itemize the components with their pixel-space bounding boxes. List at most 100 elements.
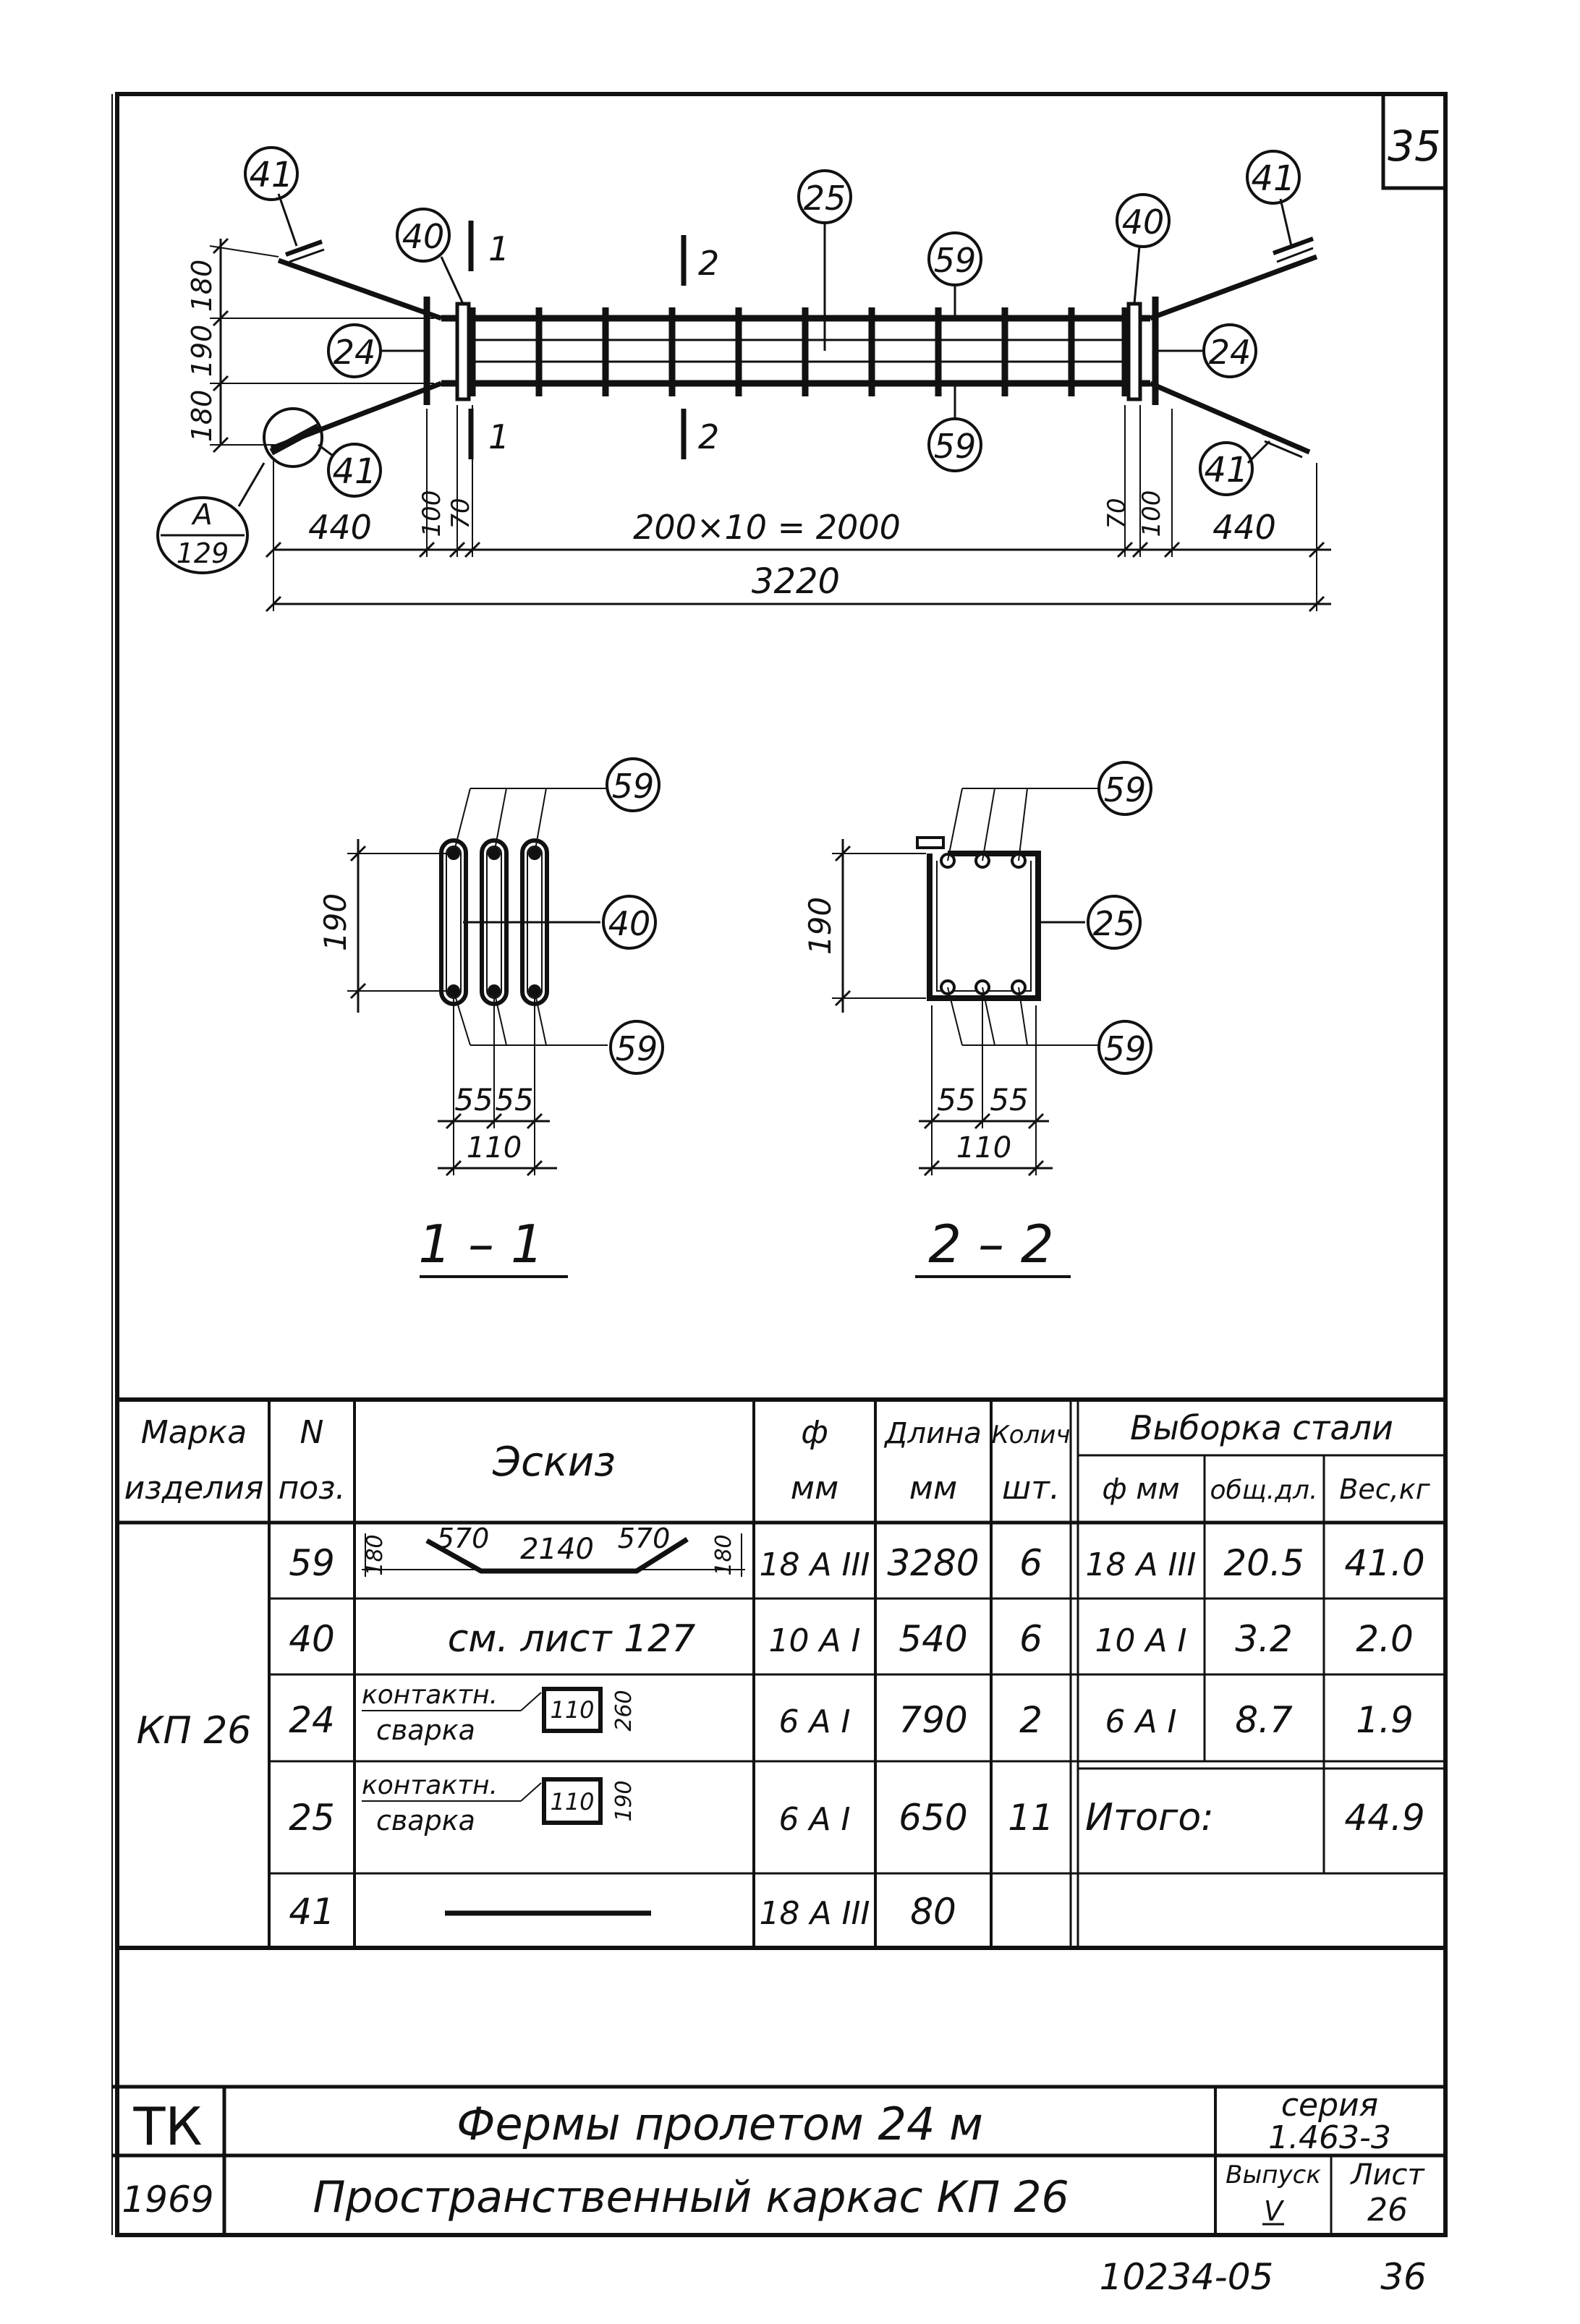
- svg-text:ф мм: ф мм: [1102, 1473, 1179, 1506]
- svg-text:180: 180: [186, 260, 218, 312]
- svg-text:V: V: [1264, 2195, 1285, 2227]
- section-2-2: 59 25 59 190 55 55 110 2 – 2: [802, 761, 1152, 1278]
- svg-text:59: 59: [1104, 1029, 1147, 1068]
- svg-text:2140: 2140: [520, 1533, 594, 1566]
- svg-text:Выпуск: Выпуск: [1226, 2161, 1321, 2189]
- svg-text:2: 2: [1019, 1699, 1042, 1741]
- svg-text:70: 70: [446, 498, 475, 529]
- section-mark-1: 1 1: [468, 221, 509, 459]
- svg-text:2: 2: [698, 417, 719, 456]
- svg-text:440: 440: [1212, 508, 1276, 547]
- svg-text:790: 790: [899, 1699, 967, 1741]
- table-row: 59 180 570 2140 570 180 18 А III 3280 6 …: [289, 1523, 1424, 1584]
- drawing-subtitle: Пространственный каркас КП 26: [313, 2172, 1069, 2223]
- svg-text:41.0: 41.0: [1344, 1542, 1424, 1584]
- callout-24-right: 24: [1155, 323, 1257, 378]
- svg-text:серия: серия: [1281, 2087, 1378, 2124]
- svg-text:100: 100: [1137, 490, 1166, 537]
- title-block: ТК 1969 Фермы пролетом 24 м Пространстве…: [112, 2085, 1445, 2235]
- svg-text:24: 24: [1209, 333, 1252, 372]
- svg-text:24: 24: [334, 333, 376, 372]
- svg-text:190: 190: [318, 893, 353, 951]
- svg-text:18 А III: 18 А III: [1086, 1546, 1197, 1583]
- svg-text:41: 41: [1204, 450, 1248, 490]
- page-number: 36: [1380, 2256, 1427, 2298]
- svg-text:2: 2: [698, 244, 719, 283]
- svg-text:200×10 = 2000: 200×10 = 2000: [633, 508, 901, 547]
- org-code: ТК: [132, 2096, 202, 2157]
- svg-text:2.0: 2.0: [1356, 1618, 1414, 1660]
- svg-text:440: 440: [308, 508, 372, 547]
- svg-text:контактн.: контактн.: [362, 1680, 498, 1710]
- callout-59-bottom: 59: [927, 383, 982, 472]
- section-2-2-title: 2 – 2: [928, 1214, 1053, 1274]
- callout-24-left: 24: [327, 323, 427, 378]
- svg-text:40: 40: [608, 904, 651, 943]
- svg-text:Длина: Длина: [883, 1417, 981, 1450]
- svg-text:3220: 3220: [752, 561, 840, 602]
- plan-view: 41 40 25 59 40 41 24: [156, 146, 1331, 613]
- svg-text:180: 180: [362, 1534, 388, 1575]
- svg-text:190: 190: [186, 325, 218, 378]
- svg-text:6 А I: 6 А I: [778, 1703, 850, 1740]
- svg-text:Колич: Колич: [992, 1421, 1071, 1450]
- svg-text:Вес,кг: Вес,кг: [1339, 1473, 1430, 1505]
- svg-text:6: 6: [1019, 1618, 1042, 1660]
- svg-text:55: 55: [990, 1082, 1028, 1118]
- svg-text:мм: мм: [791, 1470, 838, 1507]
- svg-text:55: 55: [937, 1082, 975, 1118]
- svg-text:6 А I: 6 А I: [1105, 1703, 1176, 1740]
- svg-text:Выборка стали: Выборка стали: [1130, 1408, 1393, 1447]
- svg-text:A: A: [190, 498, 212, 532]
- callout-41-bottom-left: 41: [318, 443, 382, 498]
- svg-text:540: 540: [899, 1618, 967, 1660]
- svg-text:25: 25: [289, 1797, 335, 1839]
- svg-text:41: 41: [332, 451, 376, 492]
- svg-text:25: 25: [804, 179, 846, 218]
- svg-text:изделия: изделия: [124, 1470, 264, 1507]
- svg-text:180: 180: [711, 1534, 736, 1575]
- table-row: 41 18 А III 80: [289, 1891, 956, 1933]
- svg-text:650: 650: [899, 1797, 967, 1839]
- svg-text:41: 41: [289, 1891, 335, 1933]
- product-mark: КП 26: [137, 1709, 252, 1753]
- svg-text:Эскиз: Эскиз: [492, 1439, 616, 1486]
- svg-text:1: 1: [488, 229, 509, 268]
- svg-text:шт.: шт.: [1002, 1470, 1060, 1507]
- svg-text:6 А I: 6 А I: [778, 1801, 850, 1838]
- svg-text:11: 11: [1008, 1797, 1054, 1839]
- table-row: 25 контактн. сварка 110 190 6 А I 650 11…: [289, 1771, 1424, 1839]
- svg-text:55: 55: [495, 1082, 533, 1118]
- total-value: 44.9: [1344, 1797, 1424, 1839]
- callout-40-right: 40: [1116, 193, 1171, 305]
- archive-code: 10234-05: [1100, 2256, 1274, 2298]
- svg-text:Марка: Марка: [141, 1414, 247, 1451]
- section-1-1-title: 1 – 1: [418, 1214, 543, 1274]
- callout-59-top: 59: [927, 231, 982, 318]
- svg-text:24: 24: [289, 1699, 335, 1741]
- svg-text:20.5: 20.5: [1223, 1542, 1304, 1584]
- svg-text:1: 1: [488, 417, 509, 456]
- drawing-title: Фермы пролетом 24 м: [456, 2098, 983, 2150]
- bar-diverge-tl: [277, 257, 443, 321]
- table-row: 24 контактн. сварка 110 260 6 А I 790 2 …: [289, 1680, 1414, 1746]
- svg-text:41: 41: [1251, 158, 1295, 199]
- svg-text:129: 129: [177, 537, 229, 569]
- total-label: Итого:: [1085, 1796, 1214, 1839]
- svg-text:110: 110: [550, 1788, 594, 1816]
- svg-text:Лист: Лист: [1349, 2158, 1425, 2192]
- svg-text:общ.дл.: общ.дл.: [1210, 1476, 1318, 1505]
- sheet-number: 35: [1388, 122, 1441, 171]
- svg-text:1.463-3: 1.463-3: [1268, 2119, 1391, 2156]
- callout-40-left: 40: [396, 208, 464, 305]
- year: 1969: [122, 2179, 213, 2221]
- svg-text:70: 70: [1103, 498, 1131, 529]
- bar-diverge-tr: [1149, 254, 1318, 321]
- svg-text:570: 570: [618, 1523, 671, 1554]
- svg-text:190: 190: [802, 897, 838, 955]
- svg-text:3280: 3280: [887, 1542, 979, 1584]
- detail-a-highlight: [263, 407, 323, 468]
- svg-text:59: 59: [612, 767, 655, 806]
- sheet-number-box: [1381, 92, 1448, 190]
